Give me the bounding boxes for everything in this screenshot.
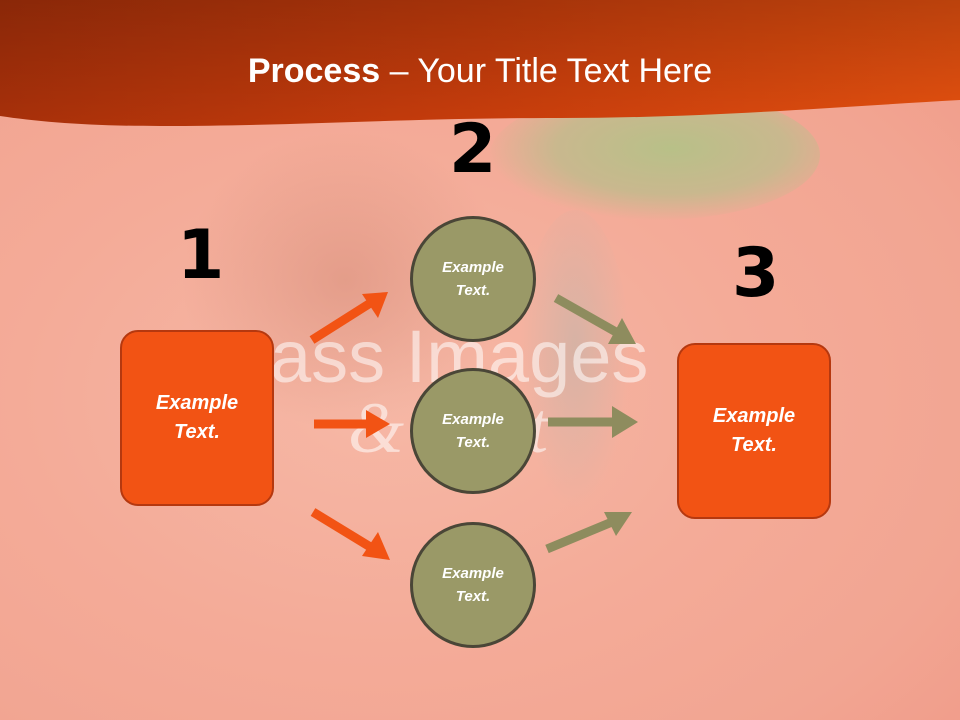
- box-text: Example: [155, 392, 239, 414]
- arrow-orange: [309, 292, 388, 344]
- slide-title: Process – Your Title Text Here: [0, 52, 960, 91]
- background-shape: [520, 210, 630, 510]
- circle-text: Example: [442, 565, 504, 582]
- step-2-circle-middle[interactable]: Example Text.: [410, 368, 536, 494]
- title-bold: Process: [247, 52, 381, 90]
- header-banner: [0, 0, 960, 126]
- step-number-2: 2: [449, 110, 497, 189]
- box-text: Example: [712, 405, 796, 427]
- step-number-1: 1: [177, 216, 225, 295]
- circle-text: Example: [442, 259, 504, 276]
- circle-text: Text.: [455, 588, 491, 605]
- circle-text: Text.: [455, 282, 491, 299]
- arrow-orange: [310, 508, 390, 560]
- box-text: Text.: [174, 421, 220, 443]
- circle-text: Text.: [455, 434, 491, 451]
- step-2-circle-bottom[interactable]: Example Text.: [410, 522, 536, 648]
- circle-text: Example: [442, 411, 504, 428]
- arrow-orange: [314, 410, 390, 438]
- arrow-olive: [545, 512, 632, 554]
- arrow-olive: [548, 406, 638, 438]
- box-text: Text.: [731, 434, 777, 456]
- step-1-box[interactable]: Example Text.: [120, 330, 274, 506]
- step-2-circle-top[interactable]: Example Text.: [410, 216, 536, 342]
- step-number-3: 3: [732, 234, 780, 313]
- title-rest: – Your Title Text Here: [380, 52, 713, 90]
- step-3-box[interactable]: Example Text.: [677, 343, 831, 519]
- arrow-olive: [553, 294, 636, 344]
